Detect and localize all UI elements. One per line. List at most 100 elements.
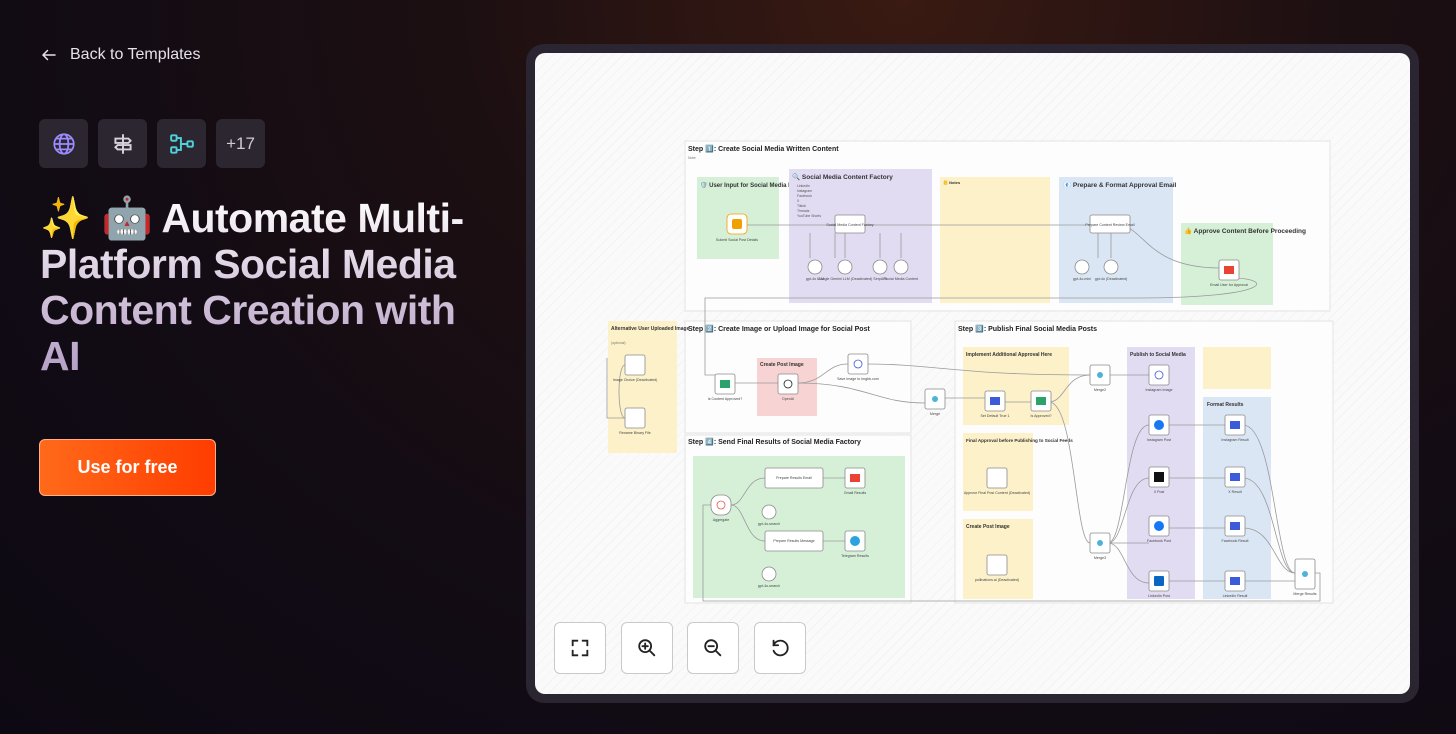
factory-title: 🔍 Social Media Content Factory — [792, 172, 893, 181]
factory-agent-label: Social Media Content Factory — [826, 223, 873, 227]
prepare-content-label: Prepare Content Review Email — [1085, 223, 1134, 227]
prepare-content-node — [1089, 214, 1131, 234]
save-image-node — [847, 353, 869, 375]
instagram-post-label: Instagram Post — [1147, 438, 1171, 442]
factory-agent-node — [834, 214, 866, 234]
social-content-node — [893, 259, 909, 275]
save-image-label: Save Image to imgbb.com — [837, 377, 879, 381]
workflow-preview-frame: Step 1️⃣: Create Social Media Written Co… — [526, 44, 1419, 703]
merge-icon-4 — [1302, 571, 1308, 577]
instagram-image-label: Instagram Image — [1146, 388, 1173, 392]
if-icon — [720, 380, 730, 388]
x-post-label: X Post — [1154, 490, 1165, 494]
zoom-out-button[interactable] — [687, 622, 739, 674]
edit-icon-2 — [1230, 421, 1240, 429]
alt-upload-title: Alternative User Uploaded Image — [611, 326, 690, 332]
gpt-search2-node — [761, 566, 777, 582]
linkedin-result-label: LinkedIn Result — [1223, 594, 1248, 598]
gpt-deact-label: gpt-4o (Deactivated) — [1095, 277, 1128, 281]
facebook-logo-icon — [1154, 521, 1164, 531]
prepare-email-title: 📧 Prepare & Format Approval Email — [1063, 182, 1177, 189]
gemini-node — [837, 259, 853, 275]
approve-final-label: Approve Final Post Content (Deactivated) — [964, 491, 1030, 495]
gpt-search-node — [761, 504, 777, 520]
factory-platform-1: Instagram — [797, 189, 812, 193]
aggregate-node — [710, 494, 732, 516]
create-post-image-title: Create Post Image — [760, 362, 804, 368]
connector-lines — [606, 224, 1321, 602]
prep-message-node — [764, 530, 824, 552]
telegram-logo-icon — [850, 536, 860, 546]
gmail-logo-icon-2 — [1224, 266, 1234, 274]
pollinations-label: pollinations.ai (Deactivated) — [975, 578, 1019, 582]
image-choice-node — [624, 354, 646, 376]
factory-platform-5: Threads — [797, 209, 810, 213]
instagram-result-label: Instagram Result — [1221, 438, 1248, 442]
prep-message-label: Prepare Results Message — [773, 539, 814, 543]
factory-platform-0: LinkedIn — [797, 184, 810, 188]
gpt-mini-label: gpt-4o-mini — [1073, 277, 1091, 281]
x-logo-icon — [1154, 472, 1164, 482]
merge-label: Merge — [930, 412, 940, 416]
edit-icon-5 — [1230, 577, 1240, 585]
implement-approval-sticky — [963, 347, 1069, 425]
workflow-branch-icon — [169, 133, 194, 154]
edit-icon-4 — [1230, 522, 1240, 530]
edit-icon — [990, 397, 1000, 405]
prepare-email-sticky — [1059, 177, 1173, 303]
serpapi-node — [872, 259, 888, 275]
openai-label: OpenAI — [782, 397, 794, 401]
if-icon-2 — [1036, 397, 1046, 405]
user-input-title: 🛡️ User Input for Social Media Posts — [700, 181, 805, 189]
notes-sticky — [940, 177, 1050, 303]
gpt-search2-label: gpt-4o-search — [758, 584, 780, 588]
reset-view-button[interactable] — [754, 622, 806, 674]
binary-file-node — [624, 407, 646, 429]
signpost-icon — [113, 133, 132, 154]
more-count: +17 — [226, 133, 255, 153]
approve-final-node — [986, 467, 1008, 489]
alt-upload-sub: (optional) — [611, 341, 626, 345]
gmail-results-label: Gmail Results — [844, 491, 867, 495]
gpt-deact-node — [1103, 259, 1119, 275]
fit-view-button[interactable] — [554, 622, 606, 674]
prep-email-node — [764, 467, 824, 489]
node-labels: Submit Social Post Details Social Media … — [613, 223, 1317, 598]
globe-icon — [52, 132, 75, 155]
reset-icon — [772, 639, 789, 657]
openai-node — [777, 373, 799, 395]
linkedin-post-label: LinkedIn Post — [1148, 594, 1170, 598]
zoom-in-icon — [638, 639, 656, 657]
implement-approval-title: Implement Additional Approval Here — [966, 352, 1052, 358]
submit-label: Submit Social Post Details — [716, 238, 758, 242]
back-to-templates-link[interactable]: Back to Templates — [40, 46, 200, 64]
openai-icon — [783, 379, 793, 389]
zoom-in-button[interactable] — [621, 622, 673, 674]
step3-title: Step 3️⃣: Publish Final Social Media Pos… — [958, 324, 1097, 333]
gpt-search-label: gpt-4o-search — [758, 522, 780, 526]
is-approved-label: Is Approved? — [1031, 414, 1052, 418]
step2-title: Step 2️⃣: Create Image or Upload Image f… — [688, 324, 870, 333]
edit-icon-3 — [1230, 473, 1240, 481]
gpt4o-label: gpt-4o LLM — [806, 277, 824, 281]
merge-icon-3 — [1097, 540, 1103, 546]
branch-chip — [157, 119, 206, 168]
step1-note: Note: — [688, 156, 696, 160]
workflow-canvas[interactable]: Step 1️⃣: Create Social Media Written Co… — [535, 53, 1410, 694]
gpt4o-node — [807, 259, 823, 275]
alt-upload-sticky — [608, 321, 677, 453]
step1-title: Step 1️⃣: Create Social Media Written Co… — [688, 144, 839, 153]
factory-platform-4: Tiktok — [797, 204, 806, 208]
social-content-label: Social Media Content — [884, 277, 918, 281]
arrow-left-icon — [41, 49, 56, 61]
use-for-free-button[interactable]: Use for free — [39, 439, 216, 496]
approve-title: 👍 Approve Content Before Proceeding — [1184, 227, 1306, 235]
merge-results-label: Merge Results — [1293, 592, 1316, 596]
factory-platform-3: X — [797, 199, 800, 203]
title-emoji: ✨ 🤖 — [40, 195, 153, 241]
factory-platform-2: Facebook — [797, 194, 812, 198]
step4-title: Step 4️⃣: Send Final Results of Social M… — [688, 437, 861, 446]
prep-email-label: Prepare Results Email — [776, 476, 812, 480]
gpt-mini-node — [1074, 259, 1090, 275]
more-integrations-chip: +17 — [216, 119, 265, 168]
